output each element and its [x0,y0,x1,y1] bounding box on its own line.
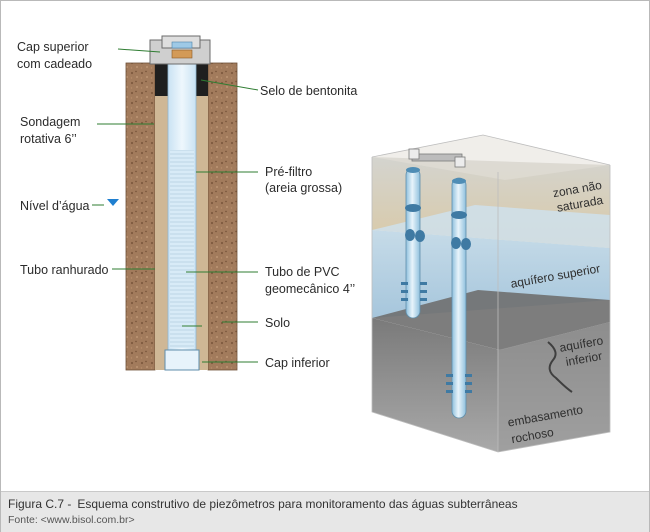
label-cap-inferior: Cap inferior [265,356,330,370]
label-solo: Solo [265,316,290,330]
bottom-cap [164,349,200,371]
filter-left [155,96,168,370]
water-table-surface [372,205,610,248]
caption-text: Esquema construtivo de piezômetros para … [77,497,518,511]
soil-right [207,62,238,371]
caption-title: Figura C.7 - Esquema construtivo de piezô… [8,497,518,511]
bentonite-seal-left [155,63,168,96]
filter-right [196,96,208,370]
label-aquifero-inferior: aquíferoinferior [558,333,607,369]
label-pre-filtro: Pré-filtro(areia grossa) [265,165,342,195]
label-selo-bentonita: Selo de bentonita [260,84,357,98]
label-tubo-ranhurado: Tubo ranhurado [20,263,109,277]
soil-left [125,62,156,371]
well-shallow [401,167,427,319]
fracture [547,341,573,393]
figure-caption: Figura C.7 - Esquema construtivo de piezô… [1,491,649,532]
well-deep [446,177,472,419]
caption-source: Fonte: <www.bisol.com.br> [8,514,135,526]
water-level-marker [107,199,119,206]
piezometer-cross-section [107,35,238,371]
block-diagram-3d: zona nãosaturada aquífero superior aquíf… [371,134,611,453]
label-nivel-agua: Nível d’água [20,199,90,213]
rock-top-surface [372,290,610,350]
caption-number: Figura C.7 - [8,497,72,511]
slotted-section [170,150,194,348]
bentonite-seal-right [196,63,208,96]
leader-lines [92,48,259,363]
